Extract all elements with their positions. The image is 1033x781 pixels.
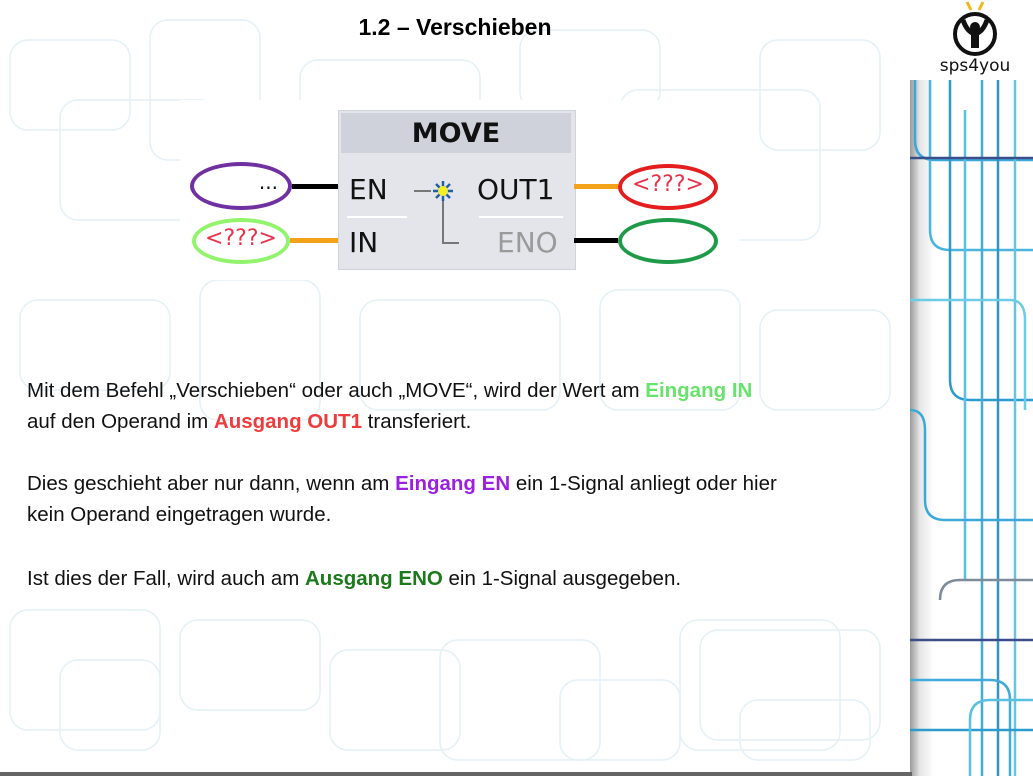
block-name: MOVE — [341, 113, 571, 153]
paragraph-enable-condition: Dies geschieht aber nur dann, wenn am Ei… — [27, 472, 777, 526]
pin-out1: OUT1 — [477, 173, 555, 206]
move-block[interactable]: MOVE EN OUT1 IN ENO — [338, 110, 576, 270]
slide-bottom-edge — [0, 772, 912, 776]
pin-separator — [479, 216, 563, 218]
pin-en: EN — [349, 173, 388, 206]
pin-in: IN — [349, 226, 379, 259]
paragraph-move-description: Mit dem Befehl „Verschieben“ oder auch „… — [27, 379, 753, 433]
move-function-block-diagram: ... <???> MOVE EN OUT1 IN ENO <???> — [180, 100, 740, 280]
person-plug-icon — [953, 1, 997, 56]
out1-wire — [574, 184, 618, 189]
sps4you-logo: sps4you — [925, 0, 1025, 80]
en-wire — [292, 184, 338, 189]
pin-eno: ENO — [497, 226, 558, 259]
en-operand[interactable]: ... — [190, 162, 292, 210]
paragraph-eno-output: Ist dies der Fall, wird auch am Ausgang … — [27, 567, 682, 590]
eno-wire — [574, 238, 618, 243]
in-wire — [290, 238, 338, 243]
highlight-eingang-in: Eingang IN — [645, 379, 753, 402]
pin-separator — [347, 216, 407, 218]
highlight-eingang-en: Eingang EN — [395, 472, 511, 495]
decorative-side-strip — [909, 80, 1033, 776]
eno-operand[interactable] — [618, 218, 718, 264]
highlight-ausgang-eno: Ausgang ENO — [305, 567, 443, 590]
enable-connector-icon — [414, 181, 459, 244]
highlight-ausgang-out1: Ausgang OUT1 — [213, 410, 362, 433]
slide-title: 1.2 – Verschieben — [358, 14, 552, 40]
logo-text: sps4you — [939, 56, 1011, 76]
in-operand[interactable]: <???> — [192, 218, 290, 264]
out1-operand[interactable]: <???> — [618, 164, 718, 210]
